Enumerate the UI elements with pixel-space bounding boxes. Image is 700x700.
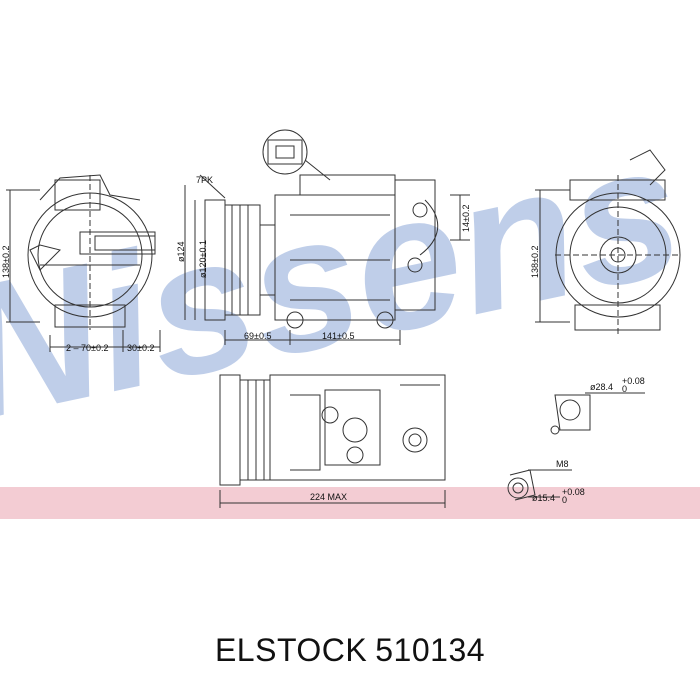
dim-w69: 69±0.5	[244, 331, 271, 341]
dim-h14: 14±0.2	[461, 205, 471, 232]
dim-h138-left: 138±0.2	[1, 246, 11, 278]
dim-max224: 224 MAX	[310, 492, 347, 502]
right-front-view	[535, 149, 681, 335]
bottom-side-view	[219, 374, 446, 508]
dim-w30: 30±0.2	[127, 343, 154, 353]
dim-d120: ø120±0.1	[198, 240, 208, 278]
dim-d28-tol-top: +0.08	[622, 376, 645, 386]
dim-h138-right: 138±0.2	[530, 246, 540, 278]
dim-groove: 7PK	[196, 175, 213, 185]
dim-d124: ø124	[176, 241, 186, 262]
fitting-details	[507, 392, 645, 501]
dim-d15: ø15.4	[532, 493, 555, 503]
dim-d15-tol-top: +0.08	[562, 487, 585, 497]
dim-d15-tol-bot: 0	[562, 495, 567, 505]
dimension-labels: 7PK ø124 ø120±0.1 138±0.2 2 – 70±0.2 30±…	[1, 175, 645, 505]
brand-name: ELSTOCK	[214, 632, 368, 668]
dim-m8: M8	[556, 459, 569, 469]
dim-d28: ø28.4	[590, 382, 613, 392]
part-number: 510134	[375, 632, 486, 668]
dim-d28-tol-bot: 0	[622, 384, 627, 394]
dim-w141: 141±0.5	[322, 331, 354, 341]
dim-w70: 2 – 70±0.2	[66, 343, 108, 353]
watermark: Nissens	[0, 102, 698, 461]
left-side-view	[6, 174, 161, 352]
center-top-view	[184, 129, 470, 345]
